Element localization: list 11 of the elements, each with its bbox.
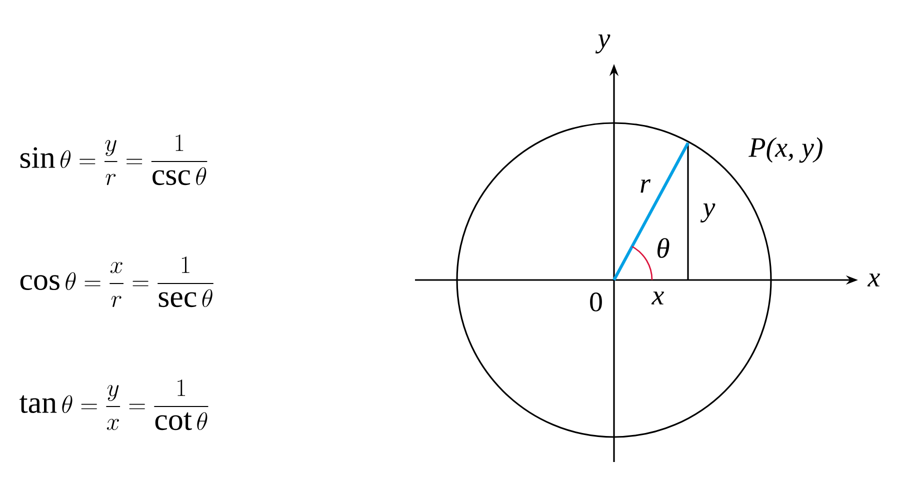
origin-label: 0 xyxy=(590,292,602,312)
formula: $\sin\theta = \frac{y}{r} = \frac{1}{\csc\theta}$ xyxy=(20,134,208,186)
point-label: P(x, y) xyxy=(748,137,822,163)
axis-label: x xyxy=(867,274,880,286)
side-label: x xyxy=(651,292,664,304)
formula: $\tan\theta = \frac{y}{x} = \frac{1}{\cot\theta}$ xyxy=(20,379,208,430)
axis-label: y xyxy=(595,34,610,54)
side-label: r xyxy=(640,179,651,193)
side-label: y xyxy=(700,204,716,222)
angle-label: θ xyxy=(658,238,670,258)
formula: $\cos\theta = \frac{x}{r} = \frac{1}{\sec\theta}$ xyxy=(20,256,214,308)
